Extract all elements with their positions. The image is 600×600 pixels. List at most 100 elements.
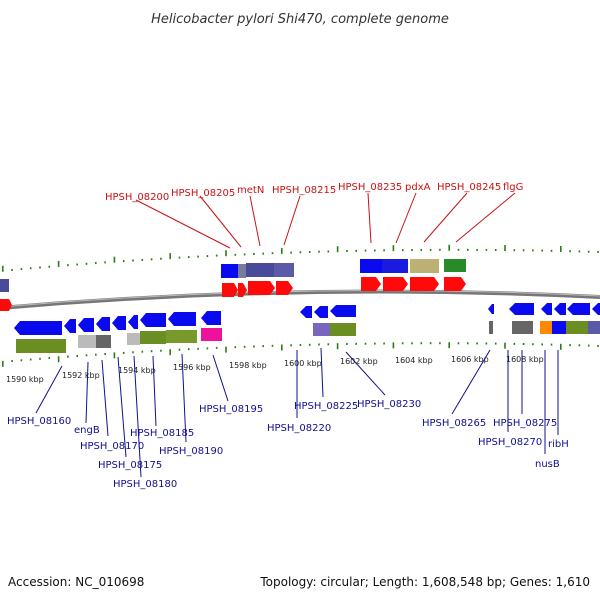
gene-box — [221, 264, 238, 278]
scale-tick — [122, 351, 125, 354]
gene-label[interactable]: HPSH_08185 — [130, 428, 194, 439]
gene-label[interactable]: HPSH_08175 — [98, 460, 162, 471]
scale-tick — [11, 269, 13, 271]
scale-tick — [290, 251, 292, 254]
leader-line — [451, 349, 491, 415]
scale-tick — [560, 343, 562, 350]
gene-label[interactable]: engB — [74, 425, 100, 436]
leader-line — [455, 192, 516, 243]
scale-tick — [2, 265, 4, 272]
scale-tick — [104, 353, 106, 355]
scale-tick — [281, 344, 283, 351]
scale-tick — [439, 342, 441, 345]
gene-box — [360, 259, 382, 273]
gene-label[interactable]: nusB — [535, 459, 560, 470]
scale-tick — [225, 250, 227, 257]
gene-label[interactable]: HPSH_08160 — [7, 416, 71, 427]
scale-tick — [215, 346, 218, 349]
scale-tick — [355, 249, 357, 252]
gene-label[interactable]: metN — [237, 185, 264, 196]
gene-label[interactable]: ribH — [548, 439, 569, 450]
cds-arrow — [541, 303, 552, 315]
gene-label[interactable]: flgG — [503, 182, 523, 193]
kbp-label: 1606 kbp — [451, 355, 489, 364]
gene-label[interactable]: HPSH_08190 — [159, 446, 223, 457]
gene-box — [78, 335, 96, 348]
gene-label[interactable]: HPSH_08215 — [272, 185, 336, 196]
leader-line — [423, 192, 468, 243]
top-gene-labels: HPSH_08200 HPSH_08205 metN HPSH_08215 HP… — [105, 182, 523, 249]
leader-line — [320, 347, 324, 398]
scale-tick — [439, 248, 441, 251]
bottom-gene-labels: HPSH_08160 engB HPSH_08170 HPSH_08175 HP… — [7, 347, 569, 490]
gene-box — [166, 330, 197, 343]
scale-tick — [587, 344, 590, 347]
leader-line — [249, 195, 261, 247]
gene-label[interactable]: HPSH_08235 — [338, 182, 402, 193]
scale-tick — [569, 344, 571, 347]
gene-label[interactable]: HPSH_08195 — [199, 404, 263, 415]
scale-tick — [532, 249, 534, 252]
scale-tick — [150, 350, 153, 353]
scale-tick — [336, 246, 339, 253]
scale-tick — [513, 249, 516, 252]
cds-arrow — [383, 277, 408, 291]
leader-line — [85, 361, 89, 424]
scale-tick — [11, 360, 13, 362]
gene-label[interactable]: HPSH_08205 — [171, 188, 235, 199]
scale-tick — [355, 342, 357, 345]
gene-label[interactable]: HPSH_08270 — [478, 437, 542, 448]
scale-tick — [76, 355, 78, 357]
scale-tick — [327, 343, 330, 346]
scale-tick — [122, 260, 125, 263]
scale-tick — [197, 255, 199, 258]
kbp-label: 1590 kbp — [6, 375, 44, 384]
scale-tick — [95, 353, 97, 356]
gene-label[interactable]: HPSH_08200 — [105, 192, 169, 203]
scale-tick — [57, 260, 60, 267]
scale-tick — [20, 359, 23, 362]
scale-tick — [448, 342, 450, 349]
cds-arrow — [201, 311, 221, 325]
genome-backbone — [0, 289, 600, 310]
scale-tick — [364, 342, 367, 345]
scale-tick — [578, 250, 581, 253]
leader-line — [135, 199, 231, 249]
gene-label[interactable]: HPSH_08180 — [113, 479, 177, 490]
bottom-scale-ticks — [2, 342, 599, 367]
scale-tick — [271, 252, 274, 255]
scale-tick — [485, 248, 488, 251]
leader-line — [345, 351, 386, 396]
gene-label[interactable]: pdxA — [405, 182, 431, 193]
scale-tick — [225, 346, 227, 353]
gene-label[interactable]: HPSH_08230 — [357, 399, 421, 410]
gene-label[interactable]: HPSH_08265 — [422, 418, 486, 429]
scale-tick — [476, 342, 478, 345]
gene-box — [127, 333, 140, 345]
leader-line — [117, 356, 127, 458]
gene-label[interactable]: HPSH_08275 — [493, 418, 557, 429]
scale-tick — [476, 248, 478, 251]
kbp-label: 1600 kbp — [284, 359, 322, 368]
scale-tick — [401, 249, 404, 252]
cds-arrow — [64, 319, 76, 333]
gene-box — [566, 321, 588, 334]
scale-tick — [494, 249, 497, 251]
gene-box — [540, 321, 552, 334]
scale-tick — [104, 261, 106, 264]
scale-tick — [113, 256, 116, 263]
cds-arrow — [488, 304, 494, 314]
scale-tick — [308, 343, 311, 346]
gene-box — [444, 259, 466, 272]
gene-label[interactable]: HPSH_08220 — [267, 423, 331, 434]
gene-label[interactable]: HPSH_08225 — [294, 401, 358, 412]
kbp-label: 1592 kbp — [62, 371, 100, 380]
scale-tick — [76, 263, 78, 266]
gene-label[interactable]: HPSH_08245 — [437, 182, 501, 193]
gene-label[interactable]: HPSH_08170 — [80, 441, 144, 452]
scale-tick — [318, 343, 320, 346]
scale-tick — [597, 344, 599, 347]
scale-tick — [522, 343, 525, 345]
cds-arrow — [128, 315, 138, 329]
leader-line — [133, 355, 142, 478]
